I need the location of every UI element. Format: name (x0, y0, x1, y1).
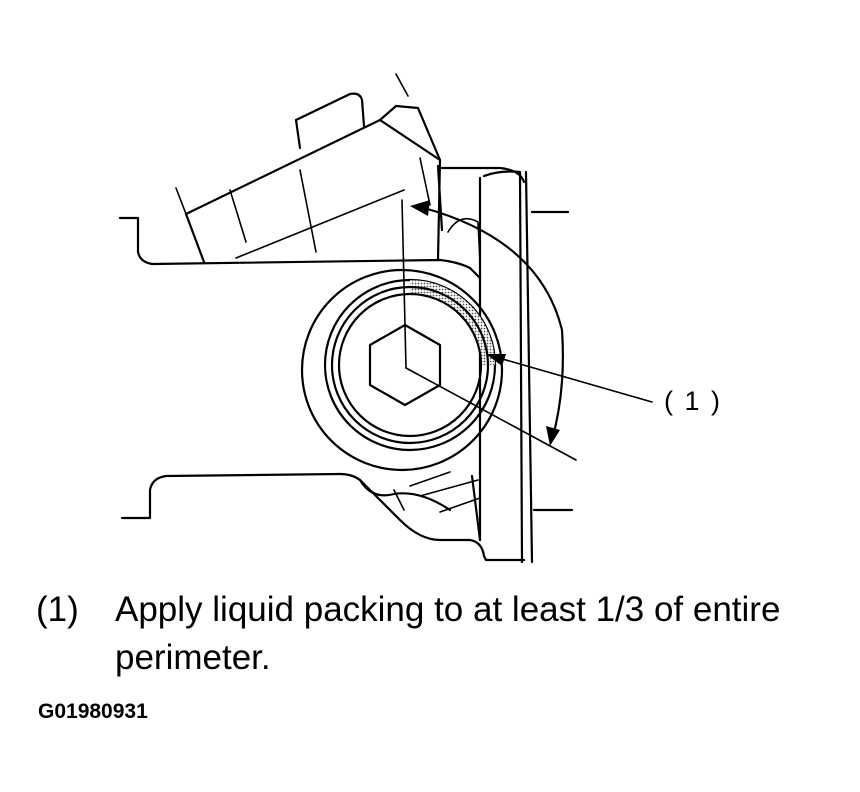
hex-socket (368, 323, 442, 407)
liquid-packing-area (410, 280, 495, 365)
right-flange (478, 170, 574, 564)
lower-housing (120, 471, 526, 562)
angled-block (175, 73, 481, 264)
figure-id: G01980931 (38, 700, 148, 723)
threaded-plug (300, 268, 504, 472)
note: (1) Apply liquid packing to at least 1/3… (36, 586, 836, 682)
reference-lines (401, 199, 577, 461)
perimeter-arc-arrow (410, 200, 564, 446)
plug-sealing-diagram (118, 73, 653, 564)
note-number: (1) (36, 590, 79, 629)
callout-leader (486, 354, 653, 403)
note-text: Apply liquid packing to at least 1/3 of … (115, 590, 781, 677)
callout-label-1: ( 1 ) (664, 386, 723, 416)
